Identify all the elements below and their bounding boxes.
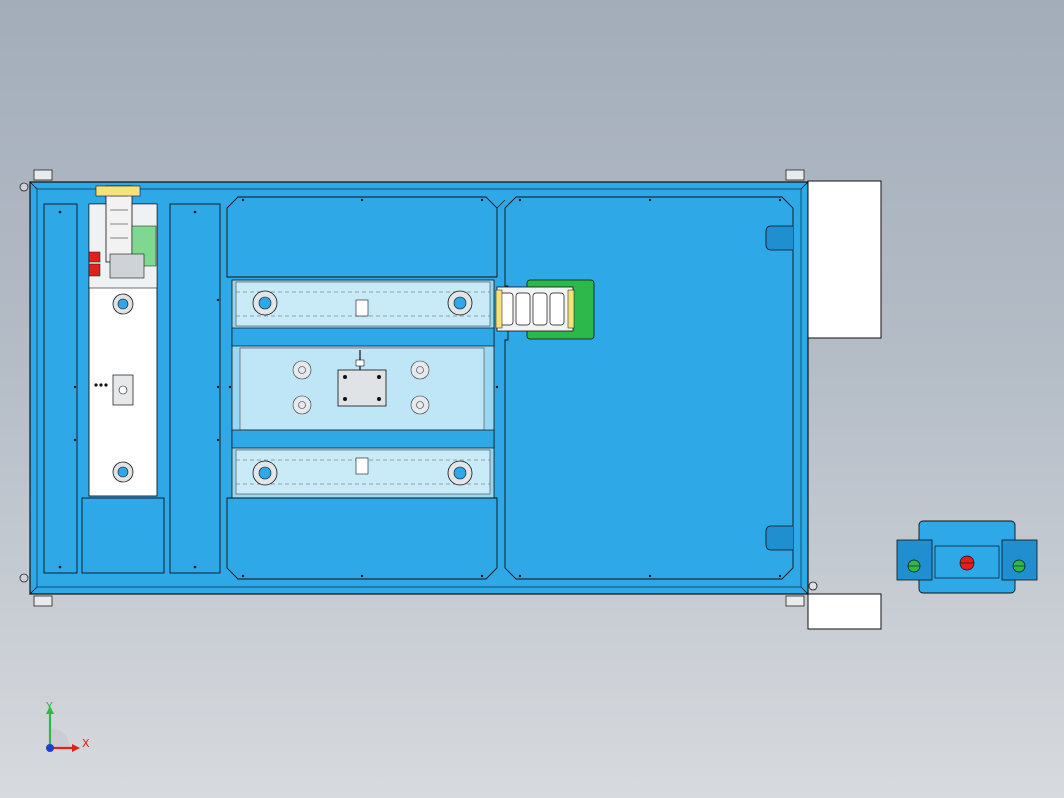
lower-left-cover[interactable] <box>81 497 165 574</box>
red-block-upper <box>88 251 101 263</box>
corner-foot-bottom-left[interactable] <box>33 595 53 607</box>
side-box-upper[interactable] <box>807 180 882 339</box>
button-housing-left[interactable] <box>896 539 933 581</box>
chain-end-bracket <box>495 289 503 329</box>
corner-foot-top-left[interactable] <box>33 169 53 181</box>
side-box-lower[interactable] <box>807 593 882 630</box>
side-knob[interactable] <box>808 581 818 591</box>
caster-wheel-icon <box>252 460 278 486</box>
right-strip-panel[interactable] <box>169 203 221 574</box>
caster-wheel-icon <box>447 290 473 316</box>
corner-feet <box>19 169 805 607</box>
indicator-light-icon[interactable] <box>1012 559 1026 573</box>
corner-foot-top-right[interactable] <box>785 169 805 181</box>
cable-chain-horizontal[interactable] <box>495 279 595 340</box>
triad-y-label: Y <box>45 700 53 713</box>
chain-end-bracket <box>95 185 141 197</box>
triad-x-label: X <box>82 737 90 750</box>
center-bottom-cover[interactable] <box>226 497 498 580</box>
indicator-light-icon[interactable] <box>907 559 921 573</box>
panel-fasteners <box>58 198 782 578</box>
corner-foot-bottom-right[interactable] <box>785 595 805 607</box>
slide-column[interactable] <box>88 185 158 497</box>
coordinate-triad-icon: X Y <box>45 700 90 752</box>
conveyor-module[interactable] <box>231 279 495 499</box>
chain-end-bracket <box>567 289 575 329</box>
indicator-light-icon[interactable] <box>959 555 975 571</box>
caster-wheel-icon <box>252 290 278 316</box>
center-top-cover[interactable] <box>226 196 498 278</box>
handle-notches <box>765 225 793 551</box>
red-block-lower <box>88 263 101 277</box>
left-strip-panel[interactable] <box>43 203 78 574</box>
right-main-cover[interactable] <box>504 196 794 580</box>
frame-inner-edge <box>36 188 802 588</box>
operator-control-box[interactable] <box>896 520 1038 594</box>
fixture-locators <box>292 360 430 415</box>
caster-wheel-icon <box>447 460 473 486</box>
